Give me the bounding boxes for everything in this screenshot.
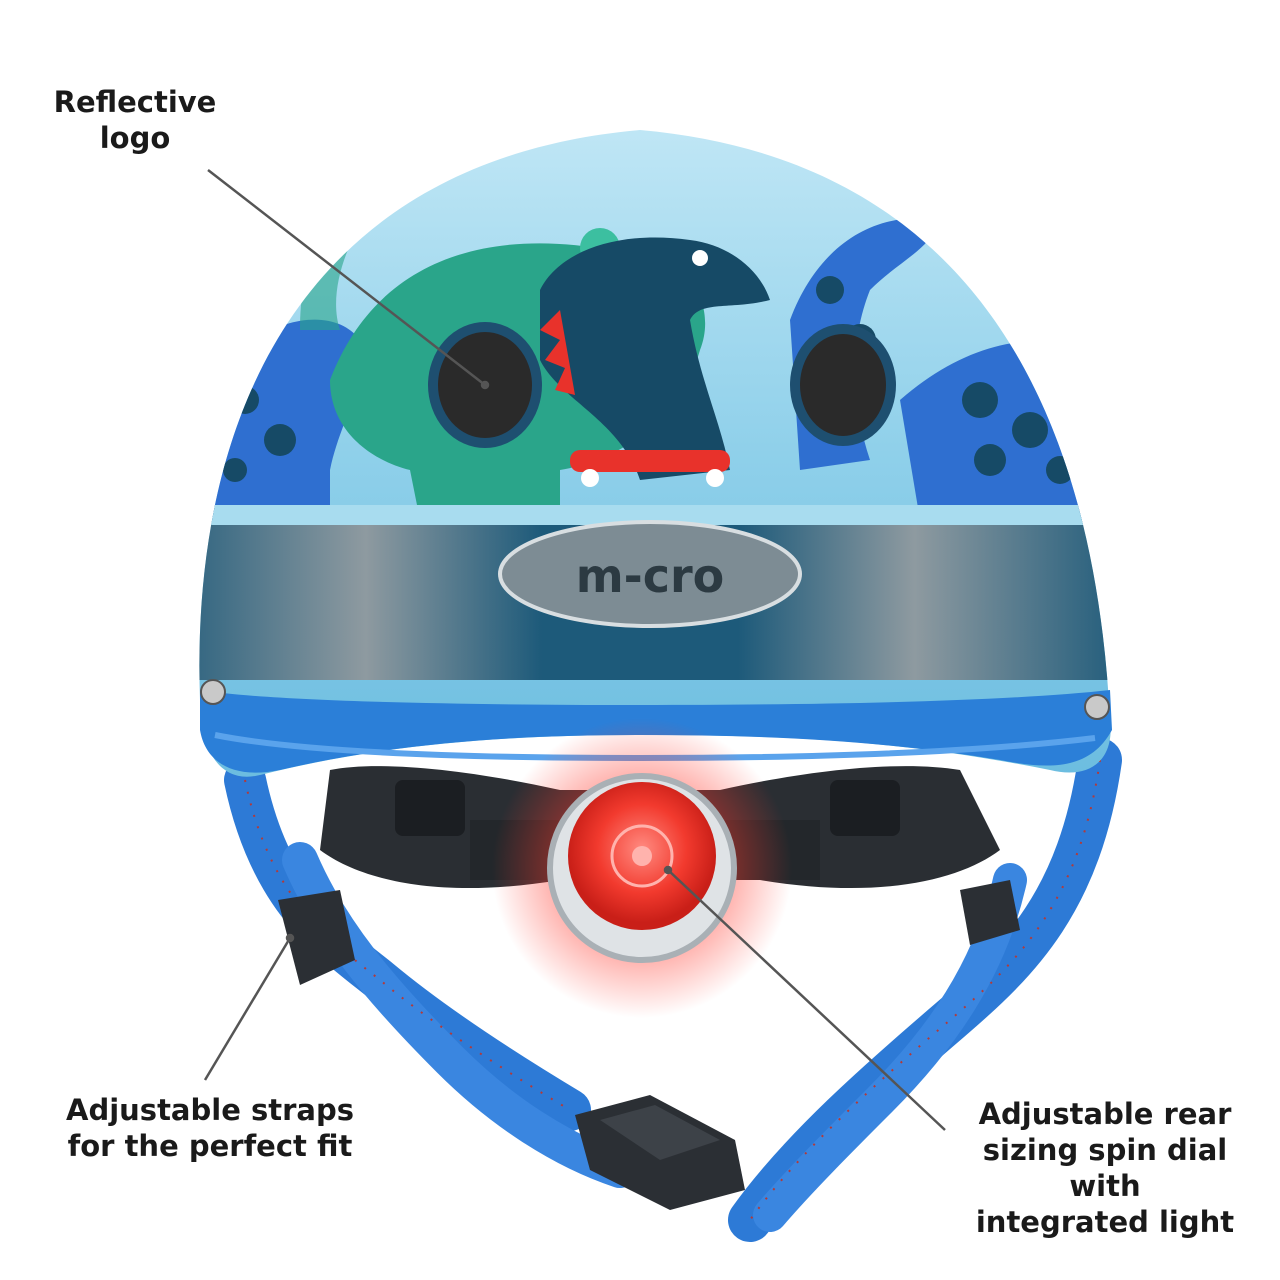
- leader-line-logo: [207, 169, 486, 386]
- strap-buckle-right: [960, 880, 1020, 945]
- rivet: [1084, 694, 1110, 720]
- rivet: [200, 679, 226, 705]
- vent-hole: [790, 324, 896, 446]
- callout-adjustable-straps: Adjustable straps for the perfect fit: [66, 1093, 354, 1163]
- callout-reflective-logo: Reflective logo: [53, 85, 217, 155]
- helmet-shell: m-cro: [199, 130, 1112, 777]
- leader-lines: [203, 169, 946, 1131]
- strap-buckle: [575, 1095, 745, 1210]
- right-strap: [728, 738, 1122, 1242]
- rear-light: [492, 718, 792, 1018]
- callout-rear-dial: Adjustable rear sizing spin dial with in…: [975, 1097, 1235, 1239]
- reflective-logo: m-cro: [498, 520, 802, 628]
- leader-line-straps: [203, 937, 292, 1081]
- brand-logo-text: m-cro: [576, 549, 725, 603]
- strap-buckle-left: [278, 890, 355, 985]
- leader-line-dial: [667, 869, 946, 1131]
